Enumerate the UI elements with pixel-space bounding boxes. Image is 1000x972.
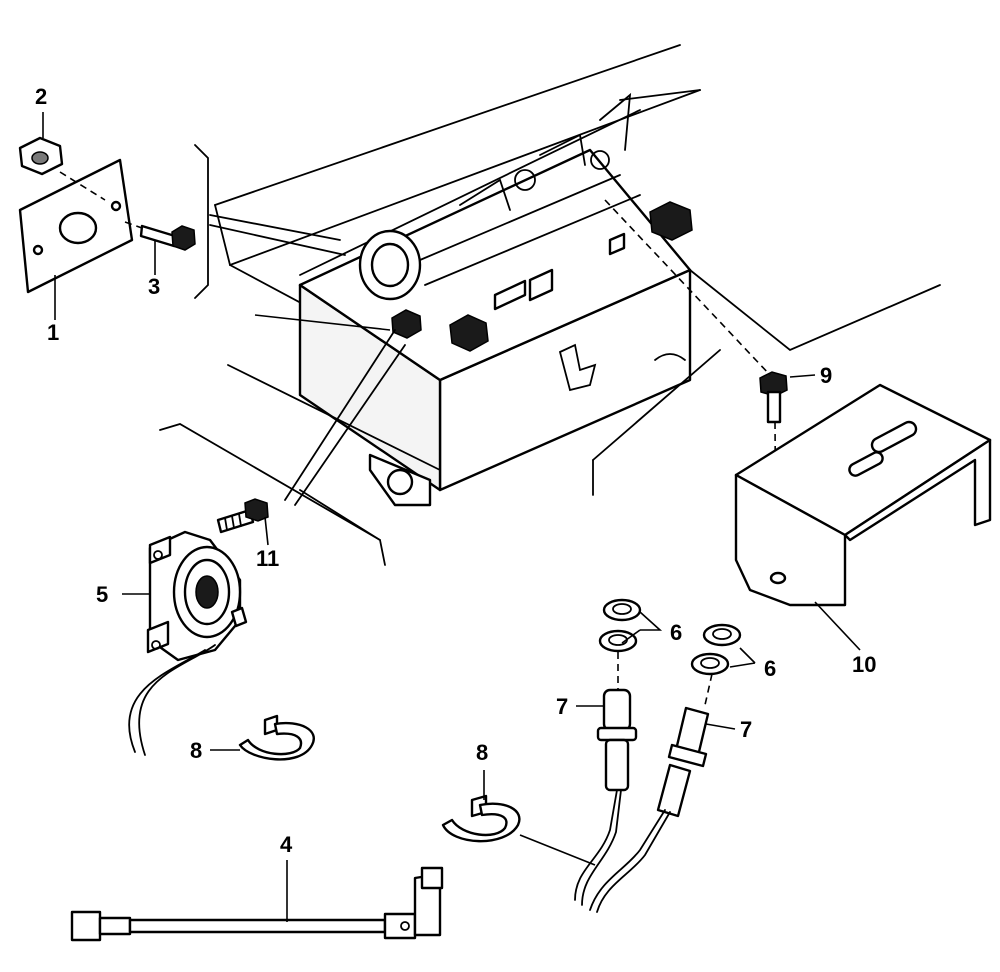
callout-5: 5 [96,582,108,607]
callout-3: 3 [148,274,160,299]
callout-8a: 8 [190,738,202,763]
sensor-mount-line [284,329,396,501]
callout-6a: 6 [670,620,682,645]
callout-8b: 8 [476,740,488,765]
part-10-bracket [734,383,992,607]
part-6-washers-left [598,598,642,653]
main-assembly [159,44,941,566]
callout-2: 2 [35,84,47,109]
part-3-bolt [124,221,196,251]
callout-6b: 6 [764,656,776,681]
part-8-clamp-left [238,714,315,761]
part-5-sensor [128,314,391,756]
callout-7b: 7 [740,717,752,742]
callout-1: 1 [47,320,59,345]
part-2-nut [18,136,106,201]
part-7-switch-left [574,652,638,906]
part-7-switch-right [589,673,713,913]
part-1-plate [18,158,134,294]
part-8-clamp-right [441,794,596,866]
callout-10: 10 [852,652,876,677]
callout-9: 9 [820,363,832,388]
part-6-washers-right [690,623,742,676]
callouts: 2 1 3 4 5 6 6 7 7 8 8 9 10 11 [35,84,876,857]
callout-4: 4 [280,832,293,857]
part-11-bolt [216,498,269,534]
callout-11: 11 [256,546,279,571]
leader-lines [42,112,861,922]
callout-7a: 7 [556,694,568,719]
sensor-mount-line-2 [294,344,406,506]
part-4-rod [70,866,444,942]
